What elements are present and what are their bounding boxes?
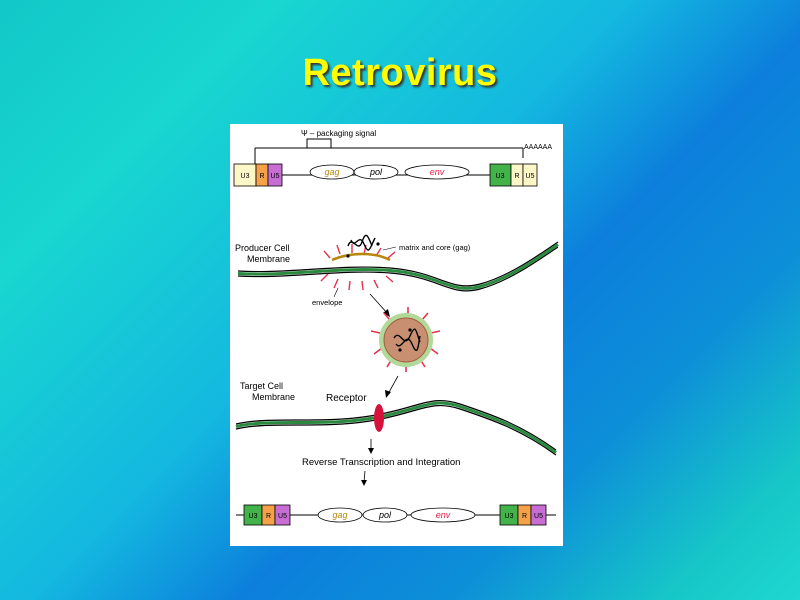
bottom-ltr-left-u3-label: U3 <box>249 513 258 520</box>
bottom-gene-pol-label: pol <box>378 510 392 520</box>
envelope-label: envelope <box>312 298 342 307</box>
free-virion <box>371 307 440 372</box>
matrix-core-band <box>332 254 390 260</box>
ltr-left-u3-label: U3 <box>241 173 250 180</box>
bottom-ltr-right-u3-label: U3 <box>505 513 514 520</box>
producer-cell-section: Producer Cell Membrane matrix and core (… <box>235 235 558 307</box>
bottom-gene-env-label: env <box>436 510 451 520</box>
receptor-shape <box>374 404 384 432</box>
target-label-line1: Target Cell <box>240 381 283 391</box>
bottom-ltr-left-r-label: R <box>266 513 271 520</box>
slide-title: Retrovirus <box>0 52 800 95</box>
target-label-line2: Membrane <box>252 392 295 402</box>
genome-top: Ψ – packaging signal AAAAAA U3 R U5 gag … <box>234 129 552 186</box>
bottom-ltr-right-u5-label: U5 <box>534 513 543 520</box>
ltr-right-u3-label: U3 <box>496 173 505 180</box>
retrovirus-diagram: Ψ – packaging signal AAAAAA U3 R U5 gag … <box>230 124 563 546</box>
gene-gag-label: gag <box>324 167 339 177</box>
bottom-ltr-right-r-label: R <box>522 513 527 520</box>
gene-env-label: env <box>430 167 445 177</box>
gene-pol-label: pol <box>369 167 383 177</box>
packaging-signal-label: Ψ – packaging signal <box>301 129 376 138</box>
polya-label: AAAAAA <box>524 144 552 151</box>
receptor-label: Receptor <box>326 393 367 404</box>
packaging-bracket <box>307 139 331 148</box>
matrix-core-label: matrix and core (gag) <box>399 243 471 252</box>
producer-label-line1: Producer Cell <box>235 243 290 253</box>
process-label: Reverse Transcription and Integration <box>302 457 460 468</box>
bottom-gene-gag-label: gag <box>332 510 347 520</box>
ltr-right-r-label: R <box>514 173 519 180</box>
ltr-left-r-label: R <box>259 173 264 180</box>
ltr-right-u5-label: U5 <box>526 173 535 180</box>
target-cell-section: Target Cell Membrane Receptor <box>236 381 556 455</box>
ltr-left-u5-label: U5 <box>271 173 280 180</box>
bottom-ltr-left-u5-label: U5 <box>278 513 287 520</box>
genome-bottom: U3 R U5 gag pol env U3 R U5 <box>236 505 556 525</box>
producer-label-line2: Membrane <box>247 254 290 264</box>
